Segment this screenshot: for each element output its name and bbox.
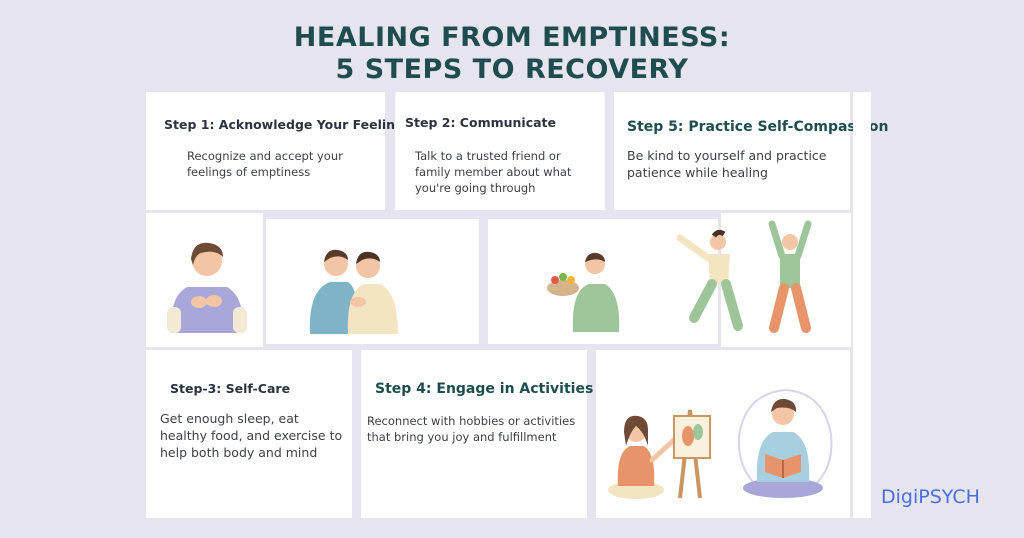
card-step-4: Step 4: Engage in Activities Reconnect w… xyxy=(361,350,593,518)
step-2-text-line: Talk to a trusted friend or xyxy=(415,149,561,163)
step-1-text-line: feelings of emptiness xyxy=(187,165,311,179)
page-title: HEALING FROM EMPTINESS: 5 STEPS TO RECOV… xyxy=(0,22,1024,86)
step-3-text-line: Get enough sleep, eat xyxy=(160,411,299,426)
woman-reading-book-icon xyxy=(737,389,833,498)
woman-painting-at-easel-icon xyxy=(608,409,711,499)
brand-logo: DigiPSYCH xyxy=(881,486,980,508)
step-5-text-line: patience while healing xyxy=(627,165,768,180)
title-line-1: HEALING FROM EMPTINESS: xyxy=(293,22,731,53)
card-step-1: Step 1: Acknowledge Your Feelings Recogn… xyxy=(146,92,411,210)
step-2-text-line: you're going through xyxy=(415,181,536,195)
step-3-title: Step-3: Self-Care xyxy=(170,381,291,396)
step-4-title: Step 4: Engage in Activities xyxy=(375,381,594,397)
step-1-text: Recognize and accept your feelings of em… xyxy=(187,148,343,180)
two-people-hugging-icon xyxy=(309,249,398,334)
step-3-text-line: healthy food, and exercise to xyxy=(160,428,343,443)
step-1-title: Step 1: Acknowledge Your Feelings xyxy=(164,117,412,132)
step-4-text-line: Reconnect with hobbies or activities xyxy=(367,414,576,428)
people-exercising-icon xyxy=(676,220,812,333)
step-2-text-line: family member about what xyxy=(415,165,572,179)
step-5-text-line: Be kind to yourself and practice xyxy=(627,148,827,163)
right-edge-strip xyxy=(853,92,871,518)
step-3-text: Get enough sleep, eat healthy food, and … xyxy=(160,410,342,461)
card-step-3: Step-3: Self-Care Get enough sleep, eat … xyxy=(146,350,352,518)
step-5-title: Step 5: Practice Self-Compassion xyxy=(627,119,889,135)
step-3-text-line: help both body and mind xyxy=(160,445,318,460)
step-5-text: Be kind to yourself and practice patienc… xyxy=(627,147,827,181)
step-1-text-line: Recognize and accept your xyxy=(187,149,343,163)
step-2-text: Talk to a trusted friend or family membe… xyxy=(415,148,571,196)
step-4-text: Reconnect with hobbies or activities tha… xyxy=(367,413,575,445)
title-line-2: 5 STEPS TO RECOVERY xyxy=(335,54,689,85)
person-hands-on-heart-icon xyxy=(167,242,247,333)
step-2-title: Step 2: Communicate xyxy=(405,115,556,130)
step-4-text-line: that bring you joy and fulfillment xyxy=(367,430,557,444)
person-with-food-bowl-icon xyxy=(547,252,620,332)
card-step-5: Step 5: Practice Self-Compassion Be kind… xyxy=(614,92,888,210)
card-step-2: Step 2: Communicate Talk to a trusted fr… xyxy=(395,92,605,210)
